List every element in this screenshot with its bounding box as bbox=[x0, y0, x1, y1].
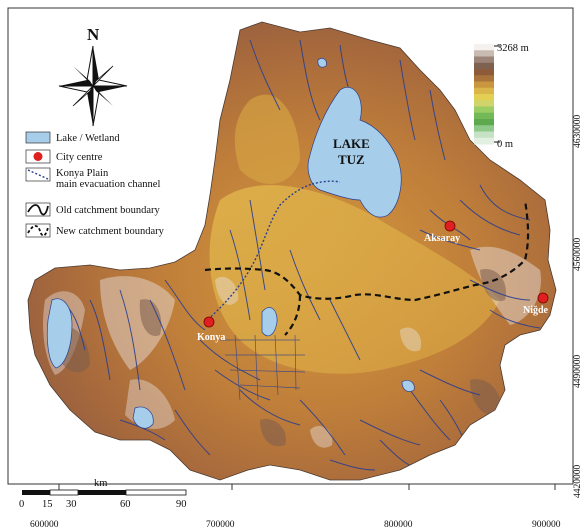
lake-southeast bbox=[401, 380, 415, 392]
label-lake-line1: LAKE bbox=[333, 136, 370, 151]
city-nigde bbox=[537, 292, 549, 304]
elevation-band bbox=[474, 62, 494, 70]
legend-new-boundary: New catchment boundary bbox=[56, 226, 165, 237]
legend-lake-swatch bbox=[25, 131, 51, 144]
lake-tuz bbox=[307, 87, 402, 218]
elevation-band bbox=[474, 112, 494, 120]
legend-channel-line1: Konya Plain bbox=[56, 168, 109, 179]
lake-north-small bbox=[317, 58, 327, 68]
elevation-band bbox=[474, 94, 494, 101]
north-arrow bbox=[58, 45, 128, 127]
legend-city-swatch bbox=[33, 152, 43, 161]
new-catchment-boundary bbox=[204, 199, 530, 302]
elevation-min: 0 m bbox=[497, 139, 513, 150]
label-aksaray: Aksaray bbox=[424, 233, 460, 244]
elevation-band bbox=[474, 100, 494, 107]
legend-old-boundary: Old catchment boundary bbox=[56, 205, 161, 216]
elevation-scale bbox=[474, 44, 500, 145]
evacuation-channel bbox=[204, 183, 313, 323]
elevation-band bbox=[474, 119, 494, 126]
label-nigde: Niğde bbox=[523, 305, 549, 316]
x-coord-3: 900000 bbox=[532, 520, 561, 530]
legend-old-boundary-swatch bbox=[27, 204, 49, 216]
elevation-band bbox=[474, 81, 494, 89]
elevation-band bbox=[474, 131, 494, 139]
scale-tick-0: 0 bbox=[19, 499, 24, 510]
legend-lake: Lake / Wetland bbox=[56, 133, 120, 144]
elevation-band bbox=[474, 75, 494, 82]
lake-central bbox=[261, 307, 278, 337]
legend-new-boundary-swatch bbox=[27, 225, 49, 237]
city-aksaray bbox=[444, 220, 456, 232]
scale-tick-1: 15 bbox=[42, 499, 53, 510]
elevation-band bbox=[474, 125, 494, 132]
legend-city: City centre bbox=[56, 152, 103, 163]
elevation-band bbox=[474, 44, 494, 51]
label-lake-line2: TUZ bbox=[338, 152, 365, 167]
elevation-max: 3268 m bbox=[497, 43, 529, 54]
elevation-band bbox=[474, 69, 494, 76]
lake-west bbox=[46, 298, 73, 369]
x-coord-1: 700000 bbox=[206, 520, 235, 530]
y-coord-1: 4560000 bbox=[573, 238, 581, 272]
scale-tick-4: 90 bbox=[176, 499, 187, 510]
river-network bbox=[59, 39, 541, 471]
lakes bbox=[46, 58, 415, 429]
scale-tick-3: 60 bbox=[120, 499, 131, 510]
elevation-band bbox=[474, 106, 494, 114]
cities bbox=[203, 220, 549, 328]
lake-south bbox=[132, 406, 154, 429]
x-coord-2: 800000 bbox=[384, 520, 413, 530]
label-konya: Konya bbox=[197, 332, 225, 343]
north-label: N bbox=[87, 25, 100, 44]
x-coord-0: 600000 bbox=[30, 520, 59, 530]
legend-channel-line2: main evacuation channel bbox=[56, 179, 160, 190]
y-coord-2: 4490000 bbox=[573, 355, 581, 389]
legend: Lake / Wetland City centre Konya Plain m… bbox=[25, 131, 165, 238]
elevation-band bbox=[474, 87, 494, 95]
scale-unit: km bbox=[94, 478, 107, 489]
elevation-band bbox=[474, 137, 494, 145]
y-coord-3: 4420000 bbox=[573, 465, 581, 499]
elevation-band bbox=[474, 56, 494, 64]
y-coord-0: 4630000 bbox=[573, 115, 581, 149]
scale-tick-2: 30 bbox=[66, 499, 77, 510]
scale-bar: km 0 15 30 60 90 bbox=[19, 478, 187, 510]
elevation-band bbox=[474, 50, 494, 57]
city-konya bbox=[203, 316, 215, 328]
